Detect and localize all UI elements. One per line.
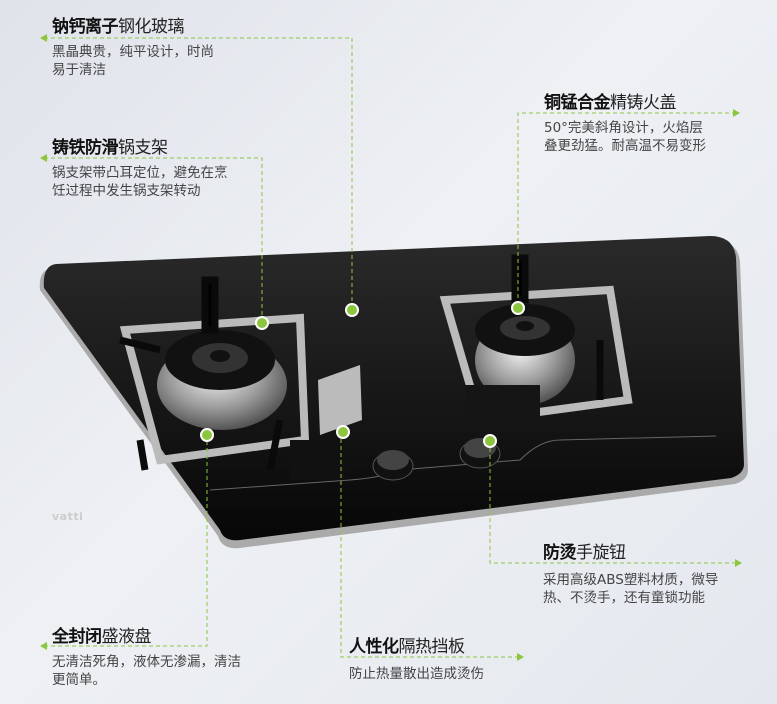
callout-desc-line: 50°完美斜角设计，火焰层 (544, 120, 703, 136)
callout-title: 手旋钮 (576, 543, 626, 563)
callout-desc-line: 采用高级ABS塑料材质，微导 (543, 572, 719, 588)
callout-desc-line: 饪过程中发生锅支架转动 (52, 183, 201, 199)
callout-arrows (40, 34, 742, 661)
callout-title: 锅支架 (118, 138, 168, 158)
callout-desc-line: 易于清洁 (52, 62, 106, 78)
callout-title: 精铸火盖 (610, 93, 677, 113)
callout-desc-line: 防止热量散出造成烫伤 (349, 666, 484, 682)
callout-desc-line: 锅支架带凸耳定位，避免在烹 (52, 165, 228, 181)
callout-desc-line: 叠更劲猛。耐高温不易变形 (544, 138, 706, 154)
callout-desc-line: 更简单。 (52, 672, 106, 688)
callout-glass: 钠钙离子钢化玻璃 黑晶典贵，纯平设计，时尚易于清洁 (52, 12, 214, 79)
callout-knob: 防烫手旋钮 采用高级ABS塑料材质，微导热、不烫手，还有童锁功能 (543, 538, 718, 607)
callout-title-bold: 人性化 (349, 637, 399, 657)
callout-drip-tray: 全封闭盛液盘 无清洁死角，液体无渗漏，清洁更简单。 (52, 622, 241, 689)
callout-title-bold: 全封闭 (52, 627, 102, 647)
hotspot-dots (200, 301, 525, 448)
callout-burner-cap: 铜锰合金精铸火盖 50°完美斜角设计，火焰层叠更劲猛。耐高温不易变形 (544, 88, 706, 155)
callout-title: 隔热挡板 (398, 637, 466, 657)
callout-heat-shield: 人性化隔热挡板 防止热量散出造成烫伤 (349, 632, 484, 683)
brand-logo: vatti (52, 510, 84, 523)
callout-title: 盛液盘 (101, 627, 152, 647)
callout-pan-support: 铸铁防滑锅支架 锅支架带凸耳定位，避免在烹饪过程中发生锅支架转动 (52, 133, 228, 200)
callout-title-bold: 防烫 (543, 543, 577, 563)
left-knob[interactable] (372, 450, 414, 481)
callout-desc-line: 黑晶典贵，纯平设计，时尚 (52, 44, 214, 60)
callout-desc-line: 无清洁死角，液体无渗漏，清洁 (52, 654, 241, 670)
callout-title: 钢化玻璃 (118, 17, 185, 37)
callout-desc-line: 热、不烫手，还有童锁功能 (543, 590, 705, 606)
callout-title-bold: 铸铁防滑 (52, 138, 119, 158)
right-burner (439, 254, 633, 430)
callout-title-bold: 钠钙离子 (52, 17, 119, 37)
left-burner (119, 276, 362, 480)
callout-lines (44, 37, 738, 658)
callout-title-bold: 铜锰合金 (544, 93, 611, 113)
